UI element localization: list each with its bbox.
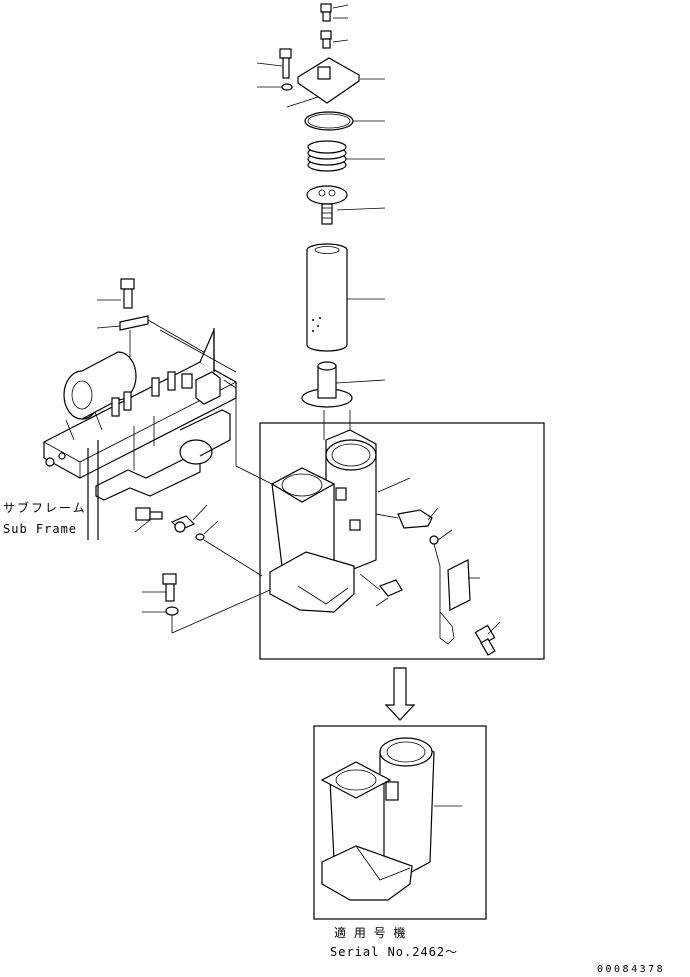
- cover-bolt: [256, 48, 293, 91]
- frame-bolt: [97, 278, 135, 309]
- label-plate: [447, 559, 480, 611]
- sensor: [359, 573, 403, 607]
- alt-filter-case-assembly: [320, 737, 462, 901]
- assembly-frame: [259, 422, 545, 660]
- top-plug: [320, 3, 349, 22]
- filter-case-assembly: [269, 429, 411, 613]
- pressure-switch: [375, 507, 439, 529]
- mount-bolt: [142, 573, 271, 634]
- filter-element: [306, 243, 385, 352]
- cover-plug: [320, 30, 349, 49]
- subframe-label-jp: サブフレーム: [3, 500, 87, 515]
- clamp-bolt: [474, 621, 501, 656]
- wire-harness: [429, 529, 455, 645]
- gasket: [195, 520, 263, 577]
- o-ring: [304, 111, 385, 131]
- union-bolt: [134, 507, 163, 533]
- elbow-fitting: [170, 504, 208, 533]
- element-stand: [301, 361, 386, 408]
- subframe-callout: [223, 379, 273, 485]
- filter-cover: [286, 57, 385, 108]
- serial-label: Serial No.2462～: [330, 945, 458, 959]
- relief-valve: [306, 185, 386, 225]
- frame-bracket: [96, 315, 215, 380]
- down-arrow: [384, 667, 416, 721]
- sub-frame: [43, 328, 237, 540]
- spring: [307, 140, 385, 172]
- subframe-label-en: Sub Frame: [3, 522, 77, 536]
- applicable-label-jp: 適 用 号 機: [334, 925, 407, 940]
- drawing-code: 00084378: [597, 964, 665, 975]
- alt-assembly-frame: [313, 725, 487, 920]
